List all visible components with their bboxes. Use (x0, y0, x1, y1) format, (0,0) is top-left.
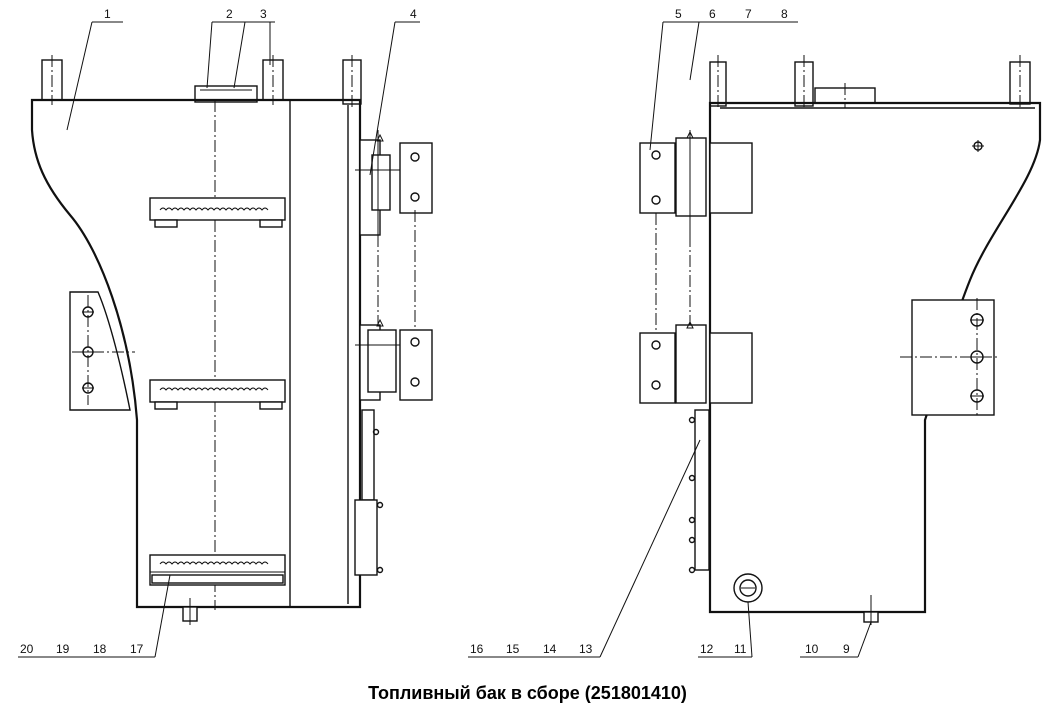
left-strap-bottom (149, 554, 286, 586)
left-strap-middle (149, 379, 286, 410)
callout-18: 18 (93, 642, 107, 656)
callout-numbers: 1 2 3 4 5 6 7 8 20 19 18 17 16 15 14 13 … (20, 7, 850, 656)
callout-5: 5 (675, 7, 682, 21)
callout-20: 20 (20, 642, 34, 656)
callout-6: 6 (709, 7, 716, 21)
right-side-bracket-middle (639, 320, 753, 404)
right-view (639, 55, 1042, 625)
callout-13: 13 (579, 642, 593, 656)
left-strap-top (149, 197, 286, 228)
callout-7: 7 (745, 7, 752, 21)
callout-16: 16 (470, 642, 484, 656)
right-bracket-plate (900, 298, 1000, 418)
left-view (30, 55, 433, 625)
callout-4: 4 (410, 7, 417, 21)
drawing-caption: Топливный бак в сборе (251801410) (368, 683, 687, 703)
callout-3: 3 (260, 7, 267, 21)
right-side-bracket-lower (688, 409, 710, 574)
left-side-bracket-lower (354, 409, 384, 576)
left-bracket-plate (69, 291, 135, 411)
callout-19: 19 (56, 642, 70, 656)
callout-10: 10 (805, 642, 819, 656)
callout-9: 9 (843, 642, 850, 656)
callout-17: 17 (130, 642, 144, 656)
left-tank-body (30, 98, 362, 609)
right-drain-fitting (733, 573, 763, 603)
leader-lines (18, 21, 872, 658)
left-side-bracket-middle (355, 318, 433, 401)
callout-2: 2 (226, 7, 233, 21)
right-side-bracket-top (639, 130, 753, 235)
callout-14: 14 (543, 642, 557, 656)
callout-12: 12 (700, 642, 714, 656)
left-side-bracket-top (355, 130, 433, 240)
callout-15: 15 (506, 642, 520, 656)
callout-11: 11 (734, 642, 747, 656)
callout-1: 1 (104, 7, 111, 21)
callout-8: 8 (781, 7, 788, 21)
